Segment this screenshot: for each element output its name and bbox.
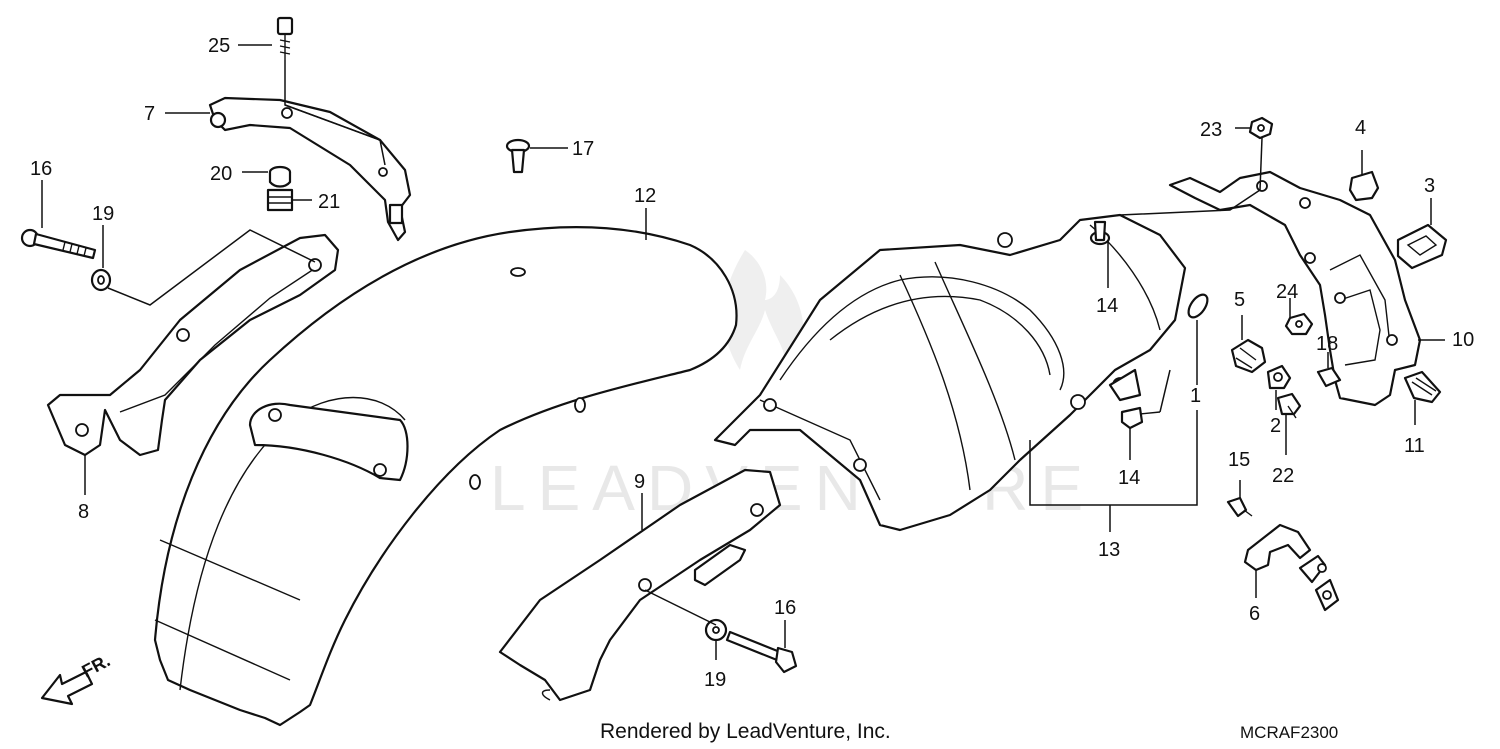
- callout-17: 17: [572, 138, 594, 160]
- screw-part-15[interactable]: [1226, 496, 1253, 518]
- fender-stay-right-part-9[interactable]: [498, 468, 782, 702]
- bolt-part-16-right[interactable]: [725, 630, 798, 674]
- callout-13: 13: [1098, 539, 1120, 561]
- washer-part-19-left[interactable]: [90, 268, 112, 292]
- grommet-part-21[interactable]: [266, 188, 294, 212]
- callout-23: 23: [1200, 119, 1222, 141]
- render-credit: Rendered by LeadVenture, Inc.: [600, 720, 891, 743]
- callout-1: 1: [1190, 385, 1201, 407]
- nut-part-23[interactable]: [1248, 116, 1274, 140]
- callout-11: 11: [1404, 435, 1425, 457]
- seat-lock-part-6[interactable]: [1243, 523, 1340, 612]
- fender-stay-left-part-8[interactable]: [46, 233, 340, 457]
- screw-part-14-upper[interactable]: [1089, 220, 1111, 246]
- oring-part-1[interactable]: [1185, 291, 1211, 320]
- collar-part-2[interactable]: [1266, 364, 1292, 390]
- leader-lines: [41, 44, 1445, 660]
- callout-10: 10: [1452, 329, 1474, 351]
- callout-2: 2: [1270, 415, 1281, 437]
- upper-bracket-part-7[interactable]: [208, 96, 412, 242]
- grommet-part-4[interactable]: [1348, 170, 1380, 202]
- bolt-part-22[interactable]: [1276, 392, 1302, 419]
- rubber-pad-part-3[interactable]: [1396, 223, 1448, 270]
- callout-12: 12: [634, 185, 656, 207]
- bolt-part-25[interactable]: [276, 16, 294, 60]
- rear-fender-part-12[interactable]: [153, 226, 738, 727]
- cushion-part-5[interactable]: [1230, 338, 1267, 374]
- nut-part-24[interactable]: [1284, 312, 1314, 336]
- washer-part-19-right[interactable]: [704, 618, 728, 642]
- callout-labels: 25 7 20 21 17 16 19 8 12 9 16 19 14 14 1…: [30, 35, 1474, 691]
- callout-24: 24: [1276, 281, 1298, 303]
- callout-21: 21: [318, 191, 340, 213]
- diagram-code: MCRAF2300: [1240, 723, 1338, 742]
- reflector-part-11[interactable]: [1403, 370, 1442, 404]
- callout-16-right: 16: [774, 597, 796, 619]
- inner-fender-assembly-part-13[interactable]: [713, 213, 1187, 532]
- callout-8: 8: [78, 501, 89, 523]
- callout-19-left: 19: [92, 203, 114, 225]
- callout-25: 25: [208, 35, 230, 57]
- callout-19-right: 19: [704, 669, 726, 691]
- front-direction-indicator: FR.: [40, 650, 113, 706]
- callout-7: 7: [144, 103, 155, 125]
- callout-16-left: 16: [30, 158, 52, 180]
- license-bracket-part-10[interactable]: [1168, 170, 1422, 407]
- callout-22: 22: [1272, 465, 1294, 487]
- callout-5: 5: [1234, 289, 1245, 311]
- callout-14-lower: 14: [1118, 467, 1140, 489]
- clip-part-18[interactable]: [1316, 366, 1342, 388]
- callout-18: 18: [1316, 333, 1338, 355]
- front-arrow-icon: [40, 670, 94, 706]
- callout-3: 3: [1424, 175, 1435, 197]
- callout-14-upper: 14: [1096, 295, 1118, 317]
- callout-6: 6: [1249, 603, 1260, 625]
- callout-9: 9: [634, 471, 645, 493]
- bolt-part-16-left[interactable]: [20, 228, 97, 260]
- callout-4: 4: [1355, 117, 1366, 139]
- screw-part-14-lower[interactable]: [1120, 406, 1161, 430]
- callout-15: 15: [1228, 449, 1250, 471]
- collar-part-20[interactable]: [268, 165, 292, 188]
- clip-part-17[interactable]: [505, 138, 531, 174]
- callout-20: 20: [210, 163, 232, 185]
